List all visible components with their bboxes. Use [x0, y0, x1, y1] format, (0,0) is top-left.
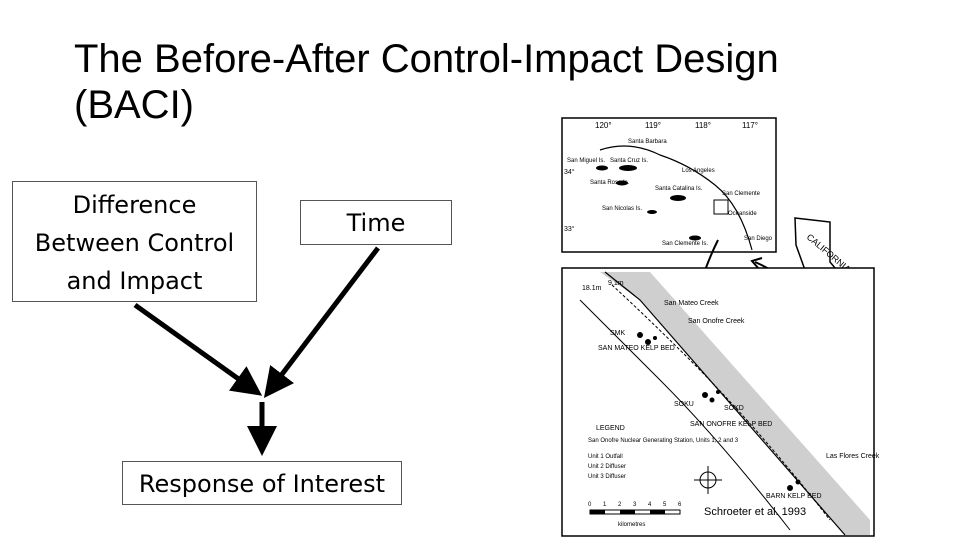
lon-label-118: 118° — [695, 121, 711, 130]
place-san-miguel: San Miguel Is. — [567, 158, 605, 164]
lon-label-117: 117° — [742, 121, 758, 130]
scale-tick-3: 3 — [633, 502, 637, 508]
scale-tick-4: 4 — [648, 502, 652, 508]
legend-item-unit3: Unit 3 Diffuser — [588, 474, 626, 480]
time-label: Time — [346, 209, 406, 237]
scale-unit: kilometres — [618, 522, 645, 528]
label-las-flores-creek: Las Flores Creek — [826, 453, 880, 460]
study-area-marker — [713, 199, 729, 215]
place-san-diego: San Diego — [744, 236, 773, 242]
lon-label-120: 120° — [595, 121, 612, 130]
regional-inset — [561, 117, 777, 253]
depth-contour-9m — [611, 284, 831, 521]
legend-item-unit2: Unit 2 Diffuser — [588, 464, 626, 470]
response-box: Response of Interest — [122, 461, 402, 505]
detail-labels: 18.1m 9.1m San Mateo Creek San Onofre Cr… — [582, 280, 880, 500]
channel-islands — [596, 165, 701, 241]
scale-tick-6: 6 — [678, 502, 682, 508]
difference-line-2: Between Control — [34, 229, 235, 257]
place-san-clemente: San Clemente — [722, 191, 761, 197]
depth-contour-18m — [579, 299, 791, 531]
depth-label-9: 9.1m — [608, 280, 624, 287]
place-san-clemente-is: San Clemente Is. — [662, 241, 708, 247]
inset-place-labels: Santa Barbara San Miguel Is. Santa Cruz … — [567, 139, 773, 247]
label-san-mateo-kelp: SAN MATEO KELP BED — [598, 345, 675, 352]
place-los-angeles: Los Angeles — [682, 168, 715, 174]
map-credit: Schroeter et al. 1993 — [704, 506, 807, 518]
difference-box: Difference Between Control and Impact — [12, 181, 257, 302]
map-legend: LEGEND San Onofre Nuclear Generating Sta… — [588, 425, 739, 480]
label-soku: SOKU — [674, 401, 694, 408]
southern-california-coastline — [599, 145, 753, 251]
depth-label-18: 18.1m — [582, 285, 602, 292]
arrow-time-to-junction — [263, 246, 380, 398]
legend-title: LEGEND — [596, 425, 625, 432]
shoreline — [604, 271, 846, 536]
response-label: Response of Interest — [138, 470, 386, 498]
place-santa-cruz: Santa Cruz Is. — [610, 158, 648, 164]
beach-shading — [600, 272, 870, 535]
longitude-labels: 120° 119° 118° 117° — [595, 121, 758, 130]
label-barn-kelp: BARN KELP BED — [766, 493, 822, 500]
title-line-1: The Before-After Control-Impact Design — [74, 37, 779, 81]
slide-title: The Before-After Control-Impact Design (… — [74, 36, 874, 128]
place-santa-rosa: Santa Rosa Is. — [590, 180, 630, 186]
lat-label-34: 34° — [564, 168, 575, 176]
lon-label-119: 119° — [645, 121, 661, 130]
scale-tick-1: 1 — [603, 502, 607, 508]
legend-item-unit1: Unit 1 Outfall — [588, 454, 623, 460]
difference-line-3: and Impact — [66, 267, 203, 295]
difference-line-1: Difference — [72, 191, 197, 219]
label-san-onofre-kelp: SAN ONOFRE KELP BED — [690, 421, 772, 428]
place-san-nicolas: San Nicolas Is. — [602, 206, 642, 212]
scale-tick-5: 5 — [663, 502, 667, 508]
label-san-mateo-creek: San Mateo Creek — [664, 300, 719, 307]
label-smk: SMK — [610, 330, 626, 337]
time-box: Time — [300, 200, 452, 245]
arrow-difference-to-junction — [133, 302, 263, 396]
compass-rose-icon — [694, 466, 722, 494]
label-san-onofre-creek: San Onofre Creek — [688, 318, 745, 325]
legend-item-station: San Onofre Nuclear Generating Station, U… — [588, 438, 739, 444]
scale-bar: 0 1 2 3 4 5 6 kilometres — [588, 502, 682, 528]
label-sokd: SOKD — [724, 405, 744, 412]
title-line-2: (BACI) — [74, 83, 194, 127]
scale-tick-0: 0 — [588, 502, 592, 508]
place-oceanside: Oceanside — [728, 211, 757, 217]
place-santa-catalina: Santa Catalina Is. — [655, 186, 703, 192]
place-santa-barbara: Santa Barbara — [628, 139, 667, 145]
kelp-patches — [637, 332, 801, 491]
scale-tick-2: 2 — [618, 502, 622, 508]
lat-label-33: 33° — [564, 225, 575, 233]
